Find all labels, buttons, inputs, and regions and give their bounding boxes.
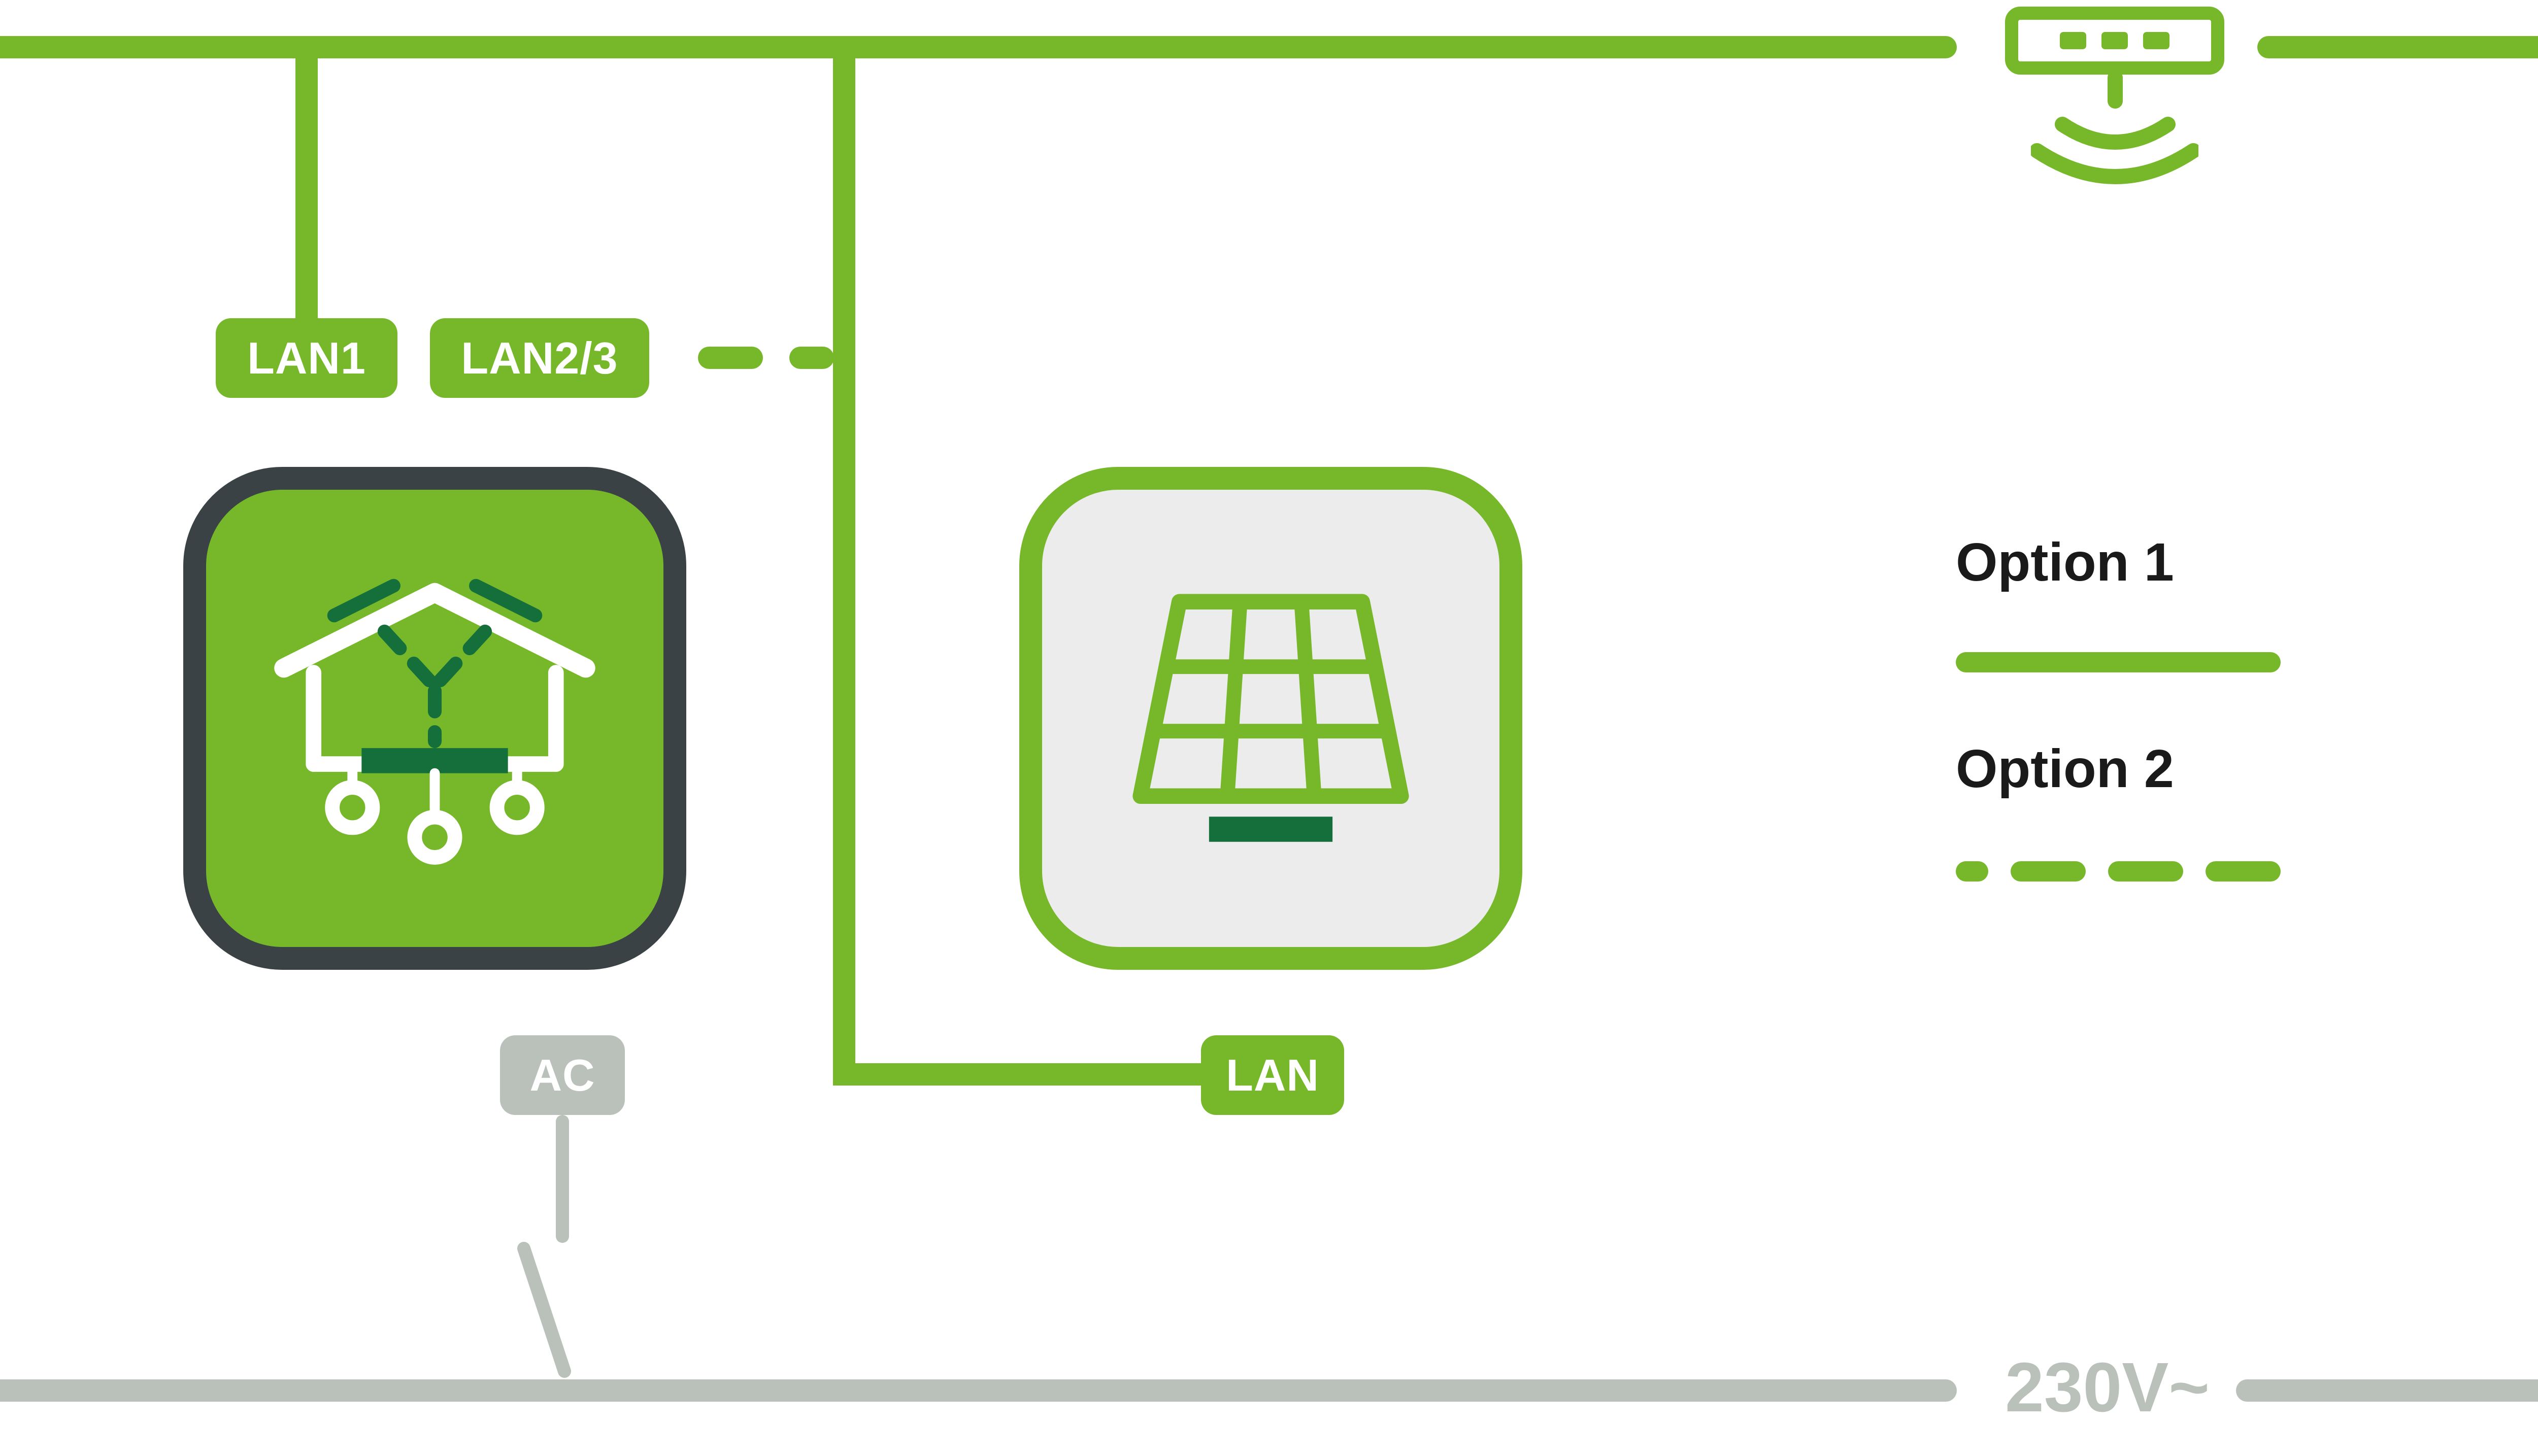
- lan1-port-badge: LAN1: [216, 318, 397, 398]
- top-network-bus-right-segment: [2257, 36, 2538, 58]
- lan1-connector-line: [295, 58, 318, 318]
- option1-vertical-line: [833, 58, 855, 1086]
- lan23-dashed-link-segment: [698, 347, 763, 369]
- lan-port-badge: LAN: [1201, 1035, 1344, 1115]
- mains-bus-right-segment: [2236, 1379, 2538, 1402]
- router-status-dot: [2101, 32, 2128, 49]
- legend-dash: [2011, 861, 2086, 882]
- lan-horizontal-line: [833, 1063, 1219, 1086]
- ac-port-badge: AC: [500, 1035, 625, 1115]
- top-network-bus-left-segment: [0, 36, 1957, 58]
- wireless-signal-icon: [2031, 75, 2198, 184]
- lan23-port-badge: LAN2/3: [430, 318, 649, 398]
- legend-option1-title: Option 1: [1956, 532, 2174, 592]
- legend-dash: [2108, 861, 2183, 882]
- energy-manager-tile: [183, 467, 686, 970]
- legend-dash: [2206, 861, 2281, 882]
- mains-voltage-label: 230V~: [2005, 1348, 2210, 1427]
- mains-bus-left-segment: [0, 1379, 1957, 1402]
- legend-option2-dashed-line: [1956, 861, 2281, 882]
- lan23-port-label: LAN2/3: [461, 332, 618, 383]
- lan23-dashed-link-segment: [789, 347, 834, 369]
- solar-inverter-tile: [1019, 467, 1522, 970]
- open-switch-icon: [517, 1242, 571, 1378]
- solar-panel-icon: [1132, 594, 1409, 842]
- router-access-point-icon: [2005, 7, 2224, 75]
- home-energy-network-icon: [274, 579, 595, 865]
- router-status-dot: [2060, 32, 2086, 49]
- legend-dash: [1956, 861, 1988, 882]
- router-status-dot: [2143, 32, 2169, 49]
- lan1-port-label: LAN1: [247, 332, 366, 383]
- ac-wire: [556, 1115, 569, 1243]
- lan-port-label: LAN: [1226, 1049, 1319, 1100]
- legend-option1-solid-line: [1956, 652, 2281, 672]
- legend-option2-title: Option 2: [1956, 739, 2174, 799]
- ac-port-label: AC: [529, 1049, 595, 1100]
